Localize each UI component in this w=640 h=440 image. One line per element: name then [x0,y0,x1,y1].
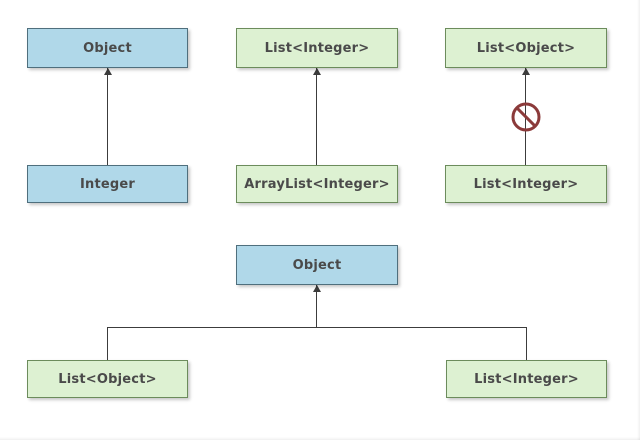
edge-fork-left-drop [107,327,108,360]
edge-fork-bar [107,327,527,328]
class-node-list-object-bottom[interactable]: List<Object> [27,360,188,398]
page-edge-bottom [0,437,640,440]
prohibition-icon [511,102,541,132]
class-node-object-bottom[interactable]: Object [236,245,398,285]
arrowhead-icon-list-arraylist [313,68,321,75]
arrowhead-icon-list-object-list-integer [522,68,530,75]
edge-object-integer [107,68,108,165]
arrowhead-icon-object-integer [104,68,112,75]
class-node-object-top-left[interactable]: Object [27,28,188,68]
class-node-arraylist-integer[interactable]: ArrayList<Integer> [236,165,398,203]
class-node-integer[interactable]: Integer [27,165,188,203]
class-node-list-integer-bottom[interactable]: List<Integer> [446,360,607,398]
arrowhead-icon-fork-object [313,285,321,292]
class-node-list-integer-right[interactable]: List<Integer> [445,165,607,203]
page-edge-right [637,0,640,440]
edge-list-arraylist [316,68,317,165]
edge-fork-stem [316,285,317,328]
class-node-list-object-top-right[interactable]: List<Object> [445,28,607,68]
class-node-list-integer-top-middle[interactable]: List<Integer> [236,28,398,68]
edge-fork-right-drop [526,327,527,360]
